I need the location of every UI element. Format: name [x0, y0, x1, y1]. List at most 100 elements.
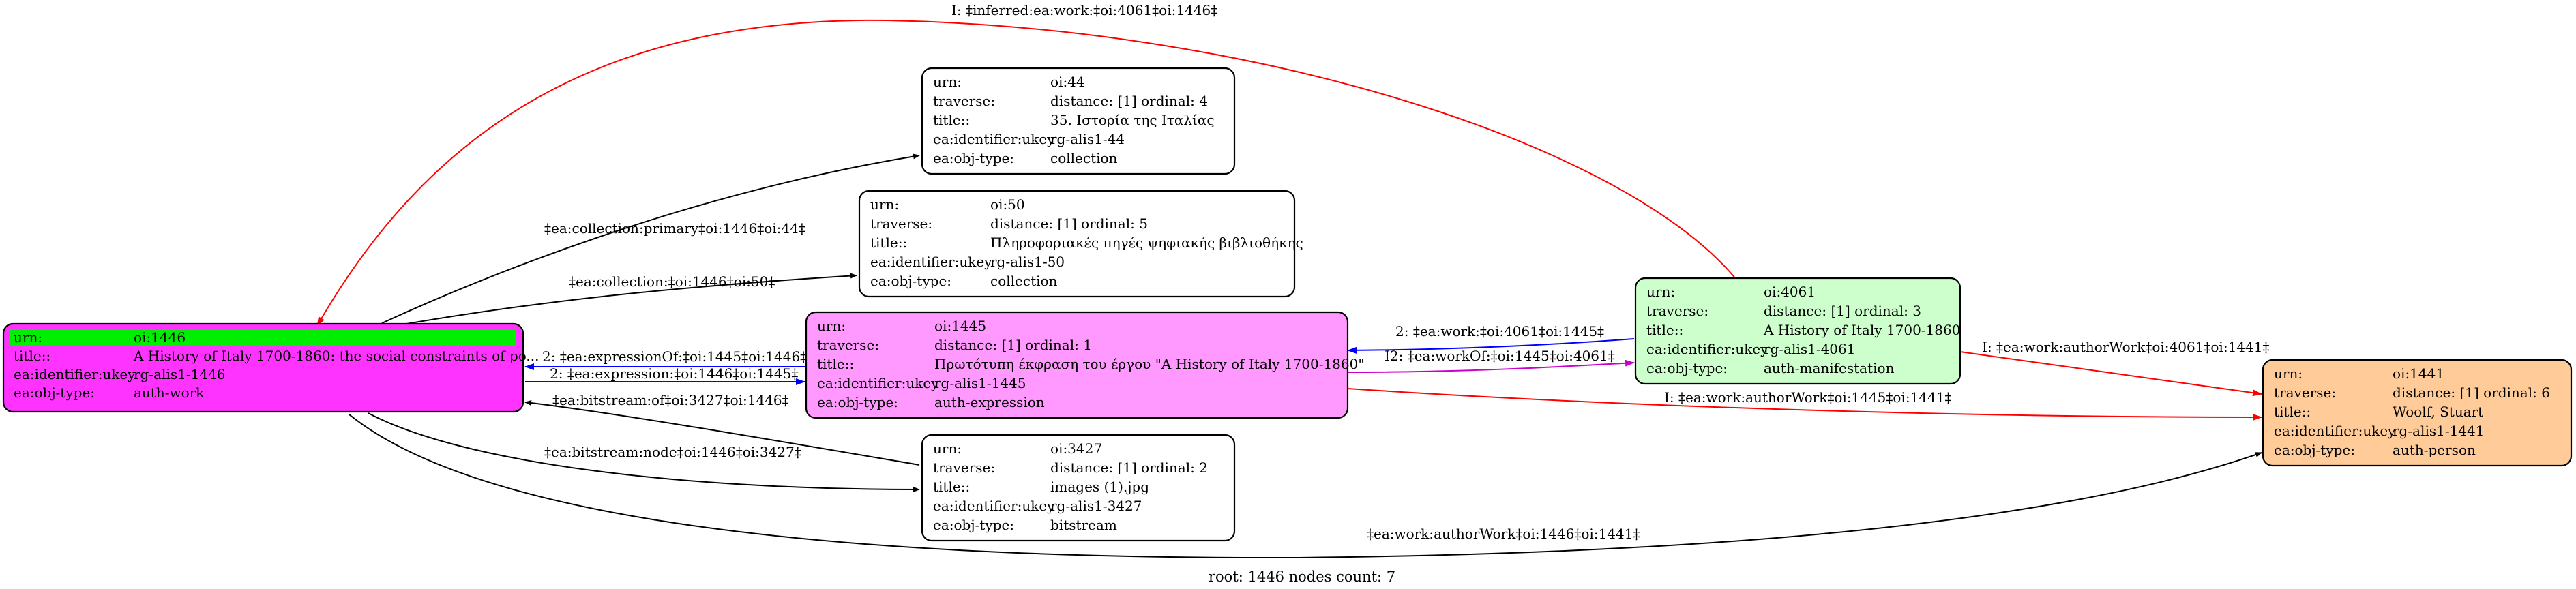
node-1441-key: traverse: [2274, 384, 2336, 401]
node-1445-value: distance: [1] ordinal: 1 [934, 337, 1092, 353]
node-1445-value: auth-expression [934, 394, 1045, 410]
edge-label-author-1446: ‡ea:work:authorWork‡oi:1446‡oi:1441‡ [1367, 526, 1640, 542]
node-50[interactable]: urn: oi:50 traverse: distance: [1] ordin… [858, 190, 1303, 298]
node-44-value: 35. Ιστορία της Ιταλίας [1050, 112, 1215, 128]
node-44-key: traverse: [933, 93, 995, 109]
node-1446-key: ea:identifier:ukey [14, 366, 136, 382]
node-4061-value: oi:4061 [1764, 284, 1816, 300]
node-1441-value: rg-alis1-1441 [2393, 423, 2484, 439]
edge-label-work-4061-1445: 2: ‡ea:work:‡oi:4061‡oi:1445‡ [1395, 323, 1604, 339]
node-3427-key: ea:identifier:ukey [933, 498, 1055, 514]
edge-author-1446 [349, 414, 2262, 559]
node-3427-value: bitstream [1050, 517, 1117, 533]
node-4061-key: urn: [1646, 284, 1675, 300]
node-1441-value: oi:1441 [2393, 365, 2444, 382]
node-1446-box [2, 322, 524, 413]
node-1441[interactable]: urn: oi:1441 traverse: distance: [1] ord… [2262, 359, 2573, 467]
node-1445-key: urn: [817, 318, 846, 334]
node-4061-key: title:: [1646, 322, 1683, 338]
node-44-value: rg-alis1-44 [1050, 131, 1125, 147]
edge-author-4061 [1959, 351, 2262, 397]
edge-label-bitstream-of: ‡ea:bitstream:of‡oi:3427‡oi:1446‡ [552, 392, 789, 408]
node-4061-key: ea:obj-type: [1646, 360, 1728, 376]
node-1446-header [10, 329, 516, 346]
node-50-value: distance: [1] ordinal: 5 [990, 215, 1148, 232]
edge-label-collection-50: ‡ea:collection:‡oi:1446‡oi:50‡ [569, 273, 775, 290]
edge-work-of [1347, 359, 1635, 373]
node-1441-key: title:: [2274, 404, 2311, 420]
node-44-value: oi:44 [1050, 74, 1085, 90]
node-3427-key: title:: [933, 479, 970, 495]
node-4061-key: traverse: [1646, 303, 1708, 319]
node-1445-key: traverse: [817, 337, 879, 353]
node-3427-value: oi:3427 [1050, 440, 1102, 457]
graph-caption: root: 1446 nodes count: 7 [1209, 569, 1395, 585]
node-1446-value: rg-alis1-1446 [134, 366, 225, 382]
node-1445[interactable]: urn: oi:1445 traverse: distance: [1] ord… [805, 311, 1365, 419]
edges: I: ‡inferred:ea:work:‡oi:4061‡oi:1446‡ ‡… [316, 2, 2269, 559]
node-3427[interactable]: urn: oi:3427 traverse: distance: [1] ord… [921, 434, 1236, 542]
edge-collection-primary [381, 153, 920, 324]
node-50-key: title:: [870, 235, 907, 251]
node-44-key: title:: [933, 112, 970, 128]
edge-label-bitstream-node: ‡ea:bitstream:node‡oi:1446‡oi:3427‡ [544, 444, 801, 460]
node-44-key: ea:identifier:ukey [933, 131, 1055, 147]
node-50-value: oi:50 [990, 196, 1025, 213]
edge-collection-50 [402, 273, 857, 325]
node-4061-value: auth-manifestation [1764, 360, 1895, 376]
node-1441-key: ea:obj-type: [2274, 442, 2355, 458]
node-1445-key: ea:identifier:ukey [817, 375, 939, 391]
edge-bitstream-of [524, 400, 920, 466]
node-50-box [858, 190, 1296, 298]
node-44-key: ea:obj-type: [933, 150, 1014, 166]
node-44-value: collection [1050, 150, 1118, 166]
node-4061-box [1634, 277, 1961, 385]
node-3427-value: distance: [1] ordinal: 2 [1050, 459, 1208, 476]
node-44-value: distance: [1] ordinal: 4 [1050, 93, 1208, 109]
node-3427-key: urn: [933, 440, 962, 457]
edge-label-inferred: I: ‡inferred:ea:work:‡oi:4061‡oi:1446‡ [951, 2, 1217, 18]
node-1441-value: auth-person [2393, 442, 2476, 458]
node-4061-value: rg-alis1-4061 [1764, 341, 1855, 357]
edge-label-author-1445: I: ‡ea:work:authorWork‡oi:1445‡oi:1441‡ [1664, 389, 1951, 406]
edge-label-work-of: I2: ‡ea:workOf:‡oi:1445‡oi:4061‡ [1385, 348, 1615, 364]
node-1445-value: oi:1445 [934, 318, 986, 334]
node-4061-value: A History of Italy 1700-1860 [1763, 322, 1960, 338]
node-3427-box [921, 434, 1236, 542]
node-1441-key: urn: [2274, 365, 2303, 382]
node-1441-value: distance: [1] ordinal: 6 [2393, 384, 2550, 401]
node-50-value: rg-alis1-50 [990, 254, 1065, 270]
node-1446-key: title:: [14, 348, 50, 364]
node-3427-key: traverse: [933, 459, 995, 476]
edge-label-expression: 2: ‡ea:expression:‡oi:1446‡oi:1445‡ [550, 365, 798, 382]
node-50-key: urn: [870, 196, 899, 213]
node-1446[interactable]: urn: oi:1446 title:: A History of Italy … [2, 322, 539, 413]
node-1446-key: ea:obj-type: [14, 384, 95, 401]
node-1441-box [2262, 359, 2573, 467]
node-44-box [921, 67, 1236, 175]
node-4061-value: distance: [1] ordinal: 3 [1764, 303, 1921, 319]
node-1445-value: Πρωτότυπη έκφραση του έργου "A History o… [934, 356, 1365, 372]
edge-label-expression-of: 2: ‡ea:expressionOf:‡oi:1445‡oi:1446‡ [542, 348, 807, 365]
node-1445-box [805, 311, 1349, 419]
node-1445-key: title:: [817, 356, 854, 372]
edge-author-1445 [1347, 388, 2262, 421]
node-1445-key: ea:obj-type: [817, 394, 898, 410]
node-1446-value: auth-work [134, 384, 205, 401]
node-3427-key: ea:obj-type: [933, 517, 1014, 533]
node-1446-value: A History of Italy 1700-1860: the social… [133, 348, 539, 364]
node-50-key: ea:identifier:ukey [870, 254, 992, 270]
node-4061[interactable]: urn: oi:4061 traverse: distance: [1] ord… [1634, 277, 1961, 385]
node-1445-value: rg-alis1-1445 [934, 375, 1026, 391]
node-50-value: Πληροφοριακές πηγές ψηφιακής βιβλιοθήκης [990, 235, 1303, 251]
edge-label-author-4061: I: ‡ea:work:authorWork‡oi:4061‡oi:1441‡ [1982, 339, 2269, 355]
node-3427-value: rg-alis1-3427 [1050, 498, 1142, 514]
edge-work-4061-1445 [1347, 338, 1635, 354]
node-50-key: ea:obj-type: [870, 273, 951, 289]
node-4061-key: ea:identifier:ukey [1646, 341, 1768, 357]
node-50-key: traverse: [870, 215, 932, 232]
node-44[interactable]: urn: oi:44 traverse: distance: [1] ordin… [921, 67, 1236, 175]
node-1441-key: ea:identifier:ukey [2274, 423, 2396, 439]
node-1446-key: urn: [14, 329, 42, 346]
